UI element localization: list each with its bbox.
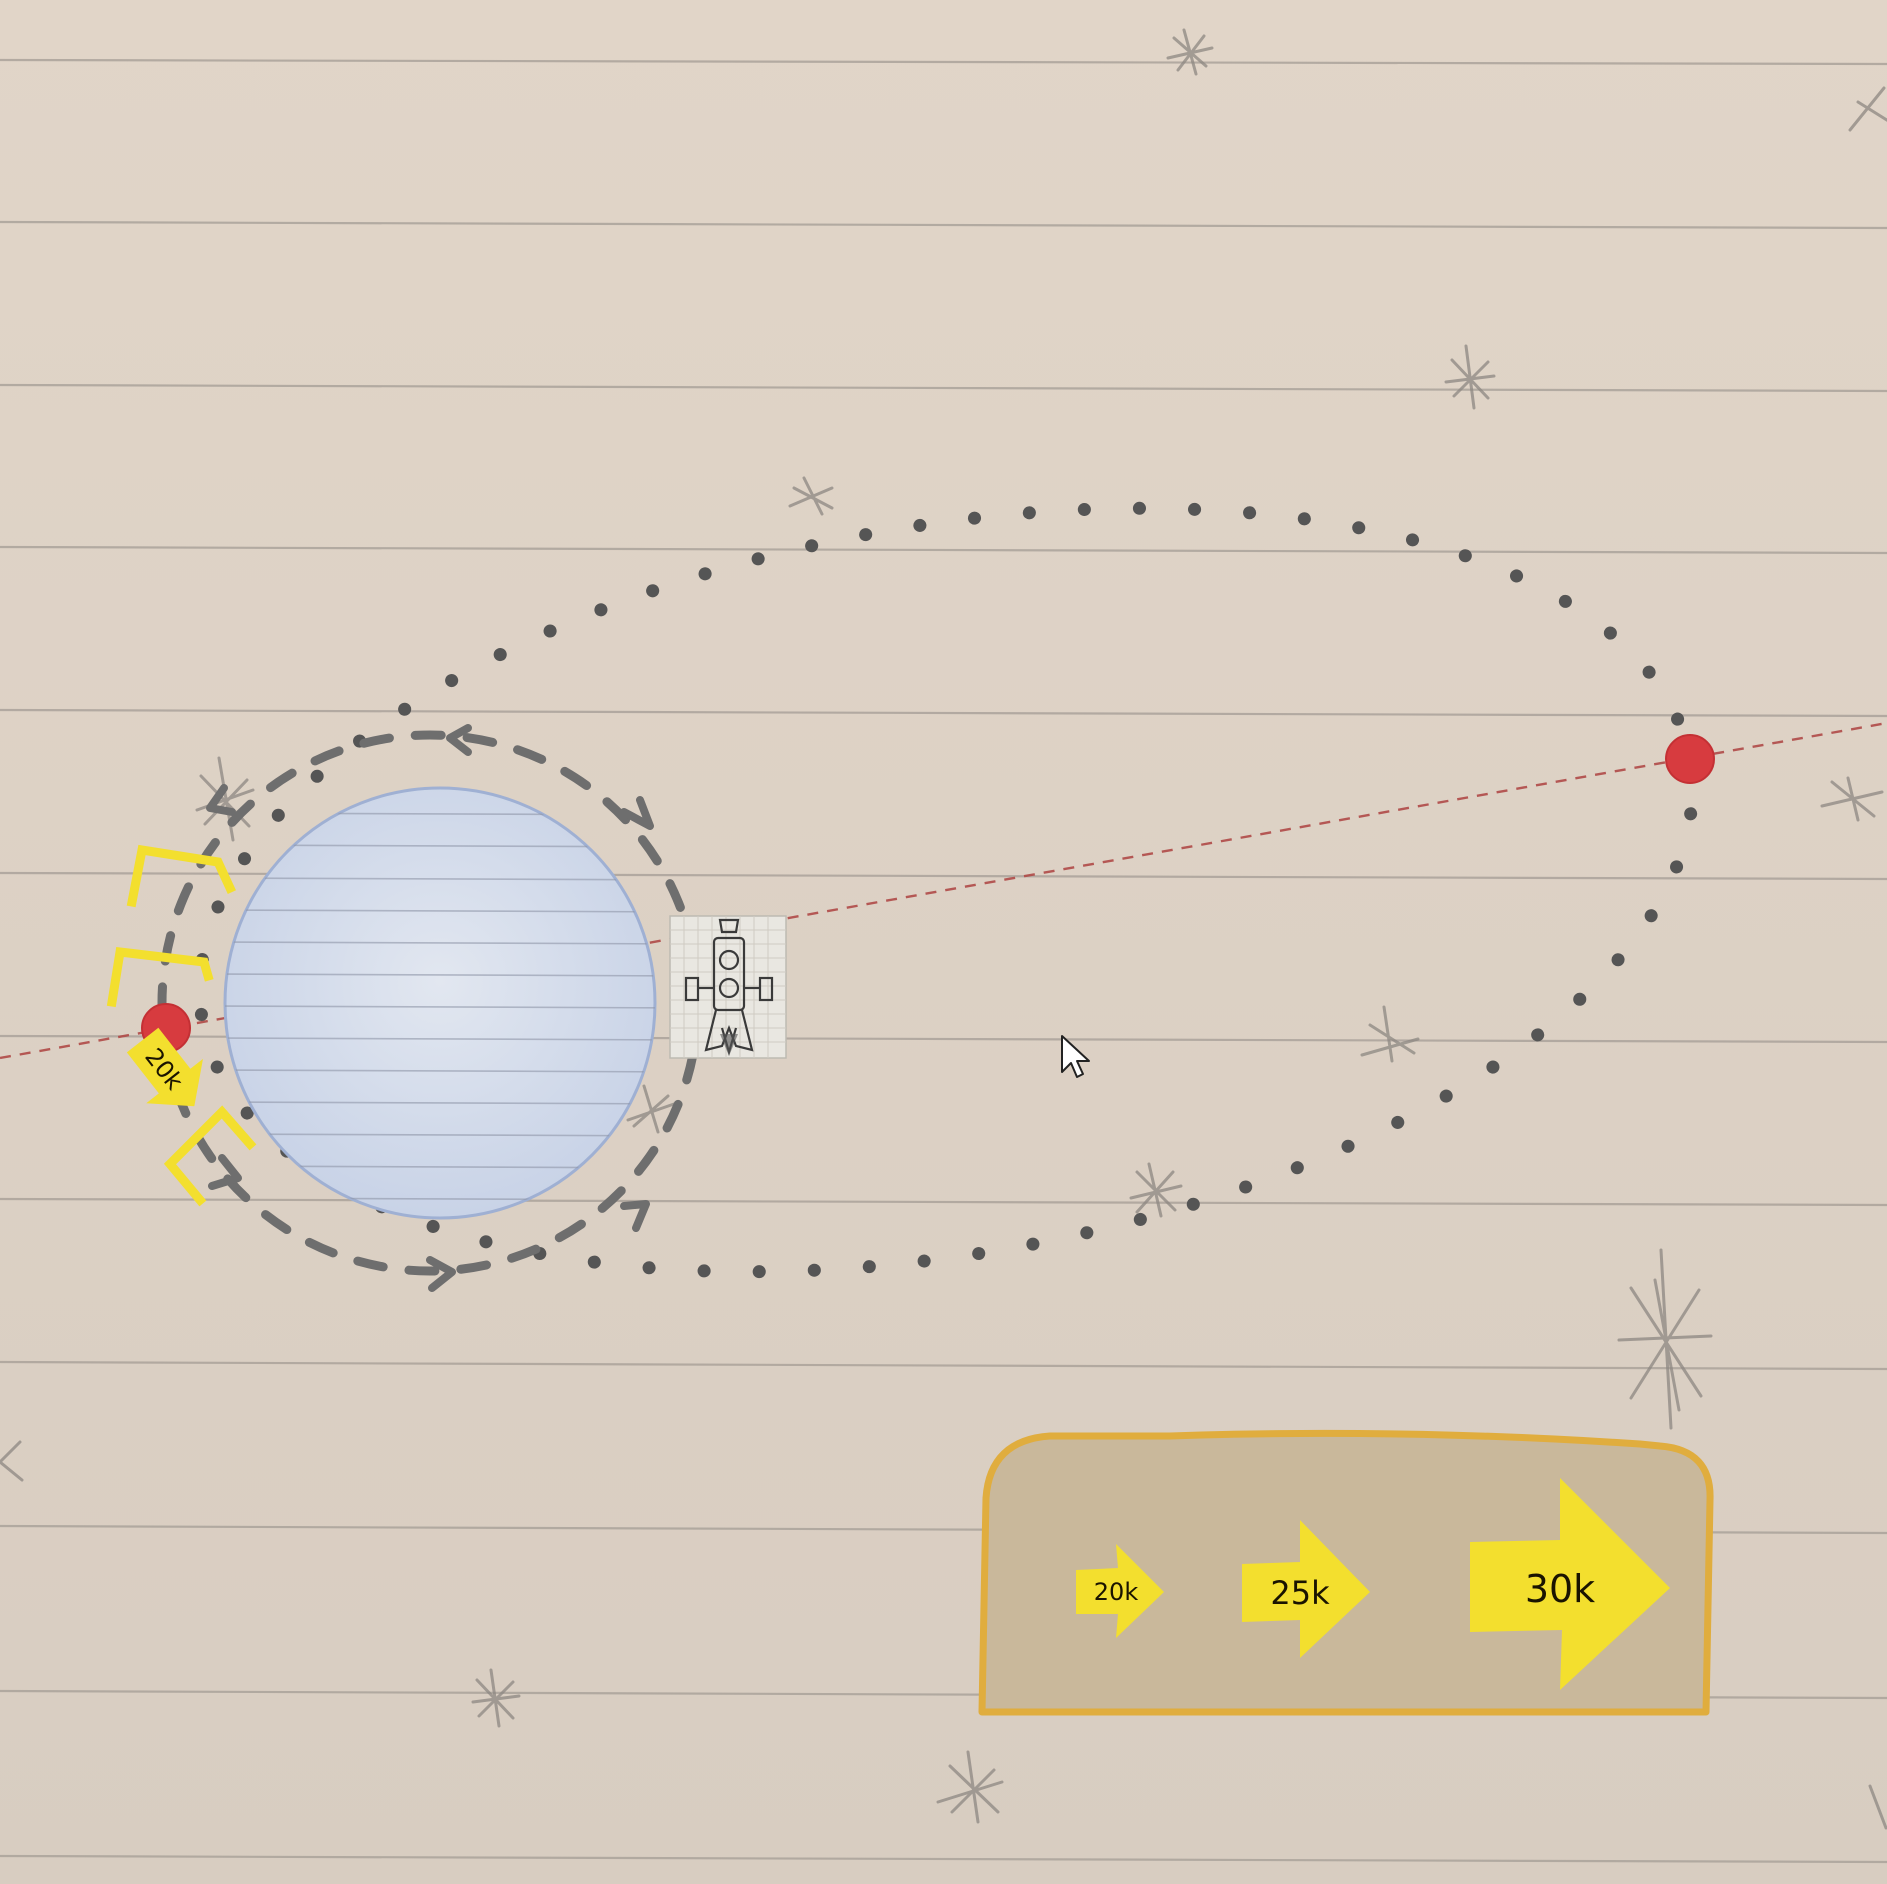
thrust-button-label: 20k <box>1094 1578 1139 1606</box>
thrust-button-20k[interactable]: 20k <box>1076 1544 1164 1638</box>
chevron-icon <box>208 1154 242 1190</box>
orbit-direction-arrows <box>206 724 654 1292</box>
thrust-arrow-icon <box>1470 1478 1670 1690</box>
pencil-star-icon <box>1868 1784 1887 1830</box>
thrust-arrow-icon <box>1076 1544 1164 1638</box>
target-bracket-icon <box>163 1105 257 1207</box>
pencil-star-icon <box>1848 86 1887 132</box>
pencil-star-icon <box>471 1668 521 1728</box>
thrust-arrow-icon <box>126 1027 203 1107</box>
thrust-button-25k[interactable]: 25k <box>1242 1520 1370 1658</box>
pencil-star-icon <box>195 756 255 842</box>
pencil-star-icon <box>788 476 834 516</box>
apoapsis-point[interactable] <box>1665 734 1715 784</box>
thrust-arrow-icon <box>1242 1520 1370 1658</box>
target-bracket-icon <box>126 844 236 908</box>
pencil-star-icon <box>0 1440 24 1482</box>
pencil-star-icon <box>1360 1005 1420 1063</box>
chevron-icon <box>620 1200 650 1232</box>
chevron-icon <box>620 796 654 830</box>
rocket-icon[interactable] <box>669 915 787 1059</box>
pencil-stars <box>0 28 1887 1830</box>
pencil-star-icon <box>1444 344 1496 410</box>
thrust-panel: 20k 25k 30k <box>978 1429 1714 1716</box>
thrust-button-label: 30k <box>1525 1567 1595 1611</box>
thrust-button-label: 25k <box>1270 1574 1330 1612</box>
chevron-icon <box>206 784 236 816</box>
pencil-star-icon <box>1617 1248 1713 1430</box>
pencil-star-icon <box>1166 28 1214 76</box>
thrust-button-30k[interactable]: 30k <box>1470 1478 1670 1690</box>
cursor-arrow-icon <box>1061 1035 1090 1078</box>
pencil-star-icon <box>1129 1162 1183 1218</box>
pencil-star-icon <box>626 1084 676 1134</box>
target-bracket-icon <box>106 947 214 1008</box>
pencil-star-icon <box>1820 776 1884 822</box>
chevron-icon <box>426 1256 456 1292</box>
pencil-star-icon <box>936 1750 1004 1824</box>
target-brackets <box>106 844 257 1207</box>
chevron-icon <box>446 724 472 756</box>
planet-icon <box>223 786 657 1220</box>
